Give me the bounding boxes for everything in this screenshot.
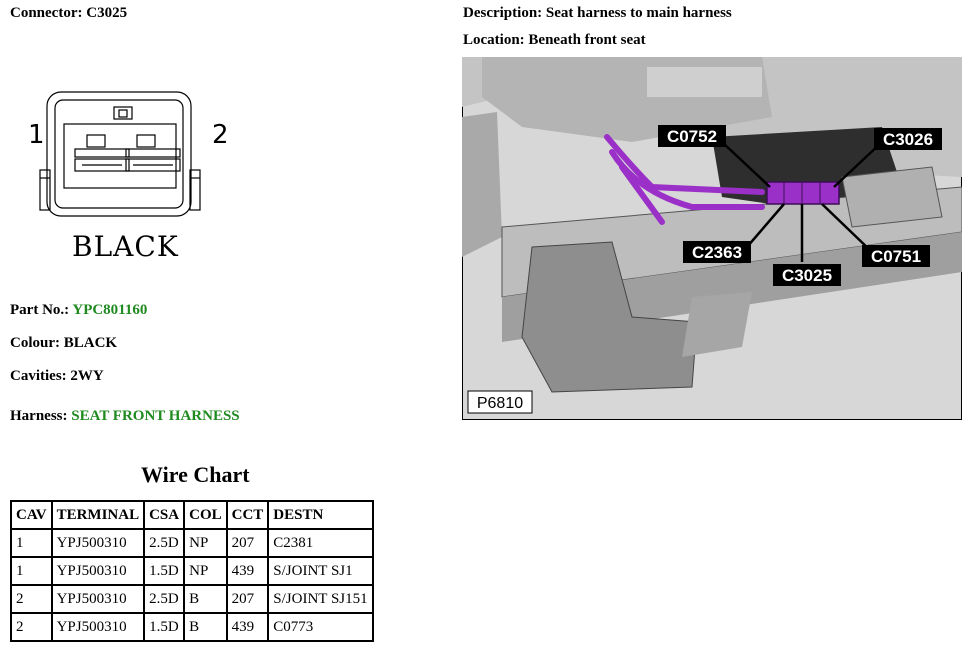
- cell-csa: 2.5D: [143, 528, 186, 558]
- cell-cav: 1: [10, 528, 53, 558]
- cell-cct: 439: [225, 612, 270, 642]
- table-row: 1 YPJ500310 2.5D NP 207 C2381: [10, 528, 374, 558]
- cell-destn: S/JOINT SJ151: [267, 584, 374, 614]
- column-header-cav: CAV: [10, 500, 53, 530]
- column-header-csa: CSA: [143, 500, 186, 530]
- cell-cct: 207: [225, 584, 270, 614]
- connector-id: C3025: [86, 5, 128, 21]
- cell-col: NP: [183, 528, 228, 558]
- cell-terminal: YPJ500310: [50, 612, 146, 642]
- figure-id: P6810: [477, 395, 523, 412]
- cell-cct: 207: [225, 528, 270, 558]
- cell-csa: 1.5D: [143, 556, 186, 586]
- callout-c0751: C0751: [871, 247, 921, 266]
- cell-cav: 2: [10, 612, 53, 642]
- table-row: 2 YPJ500310 2.5D B 207 S/JOINT SJ151: [10, 584, 374, 614]
- callout-c0752: C0752: [667, 127, 717, 146]
- cell-terminal: YPJ500310: [50, 584, 146, 614]
- harness-link[interactable]: SEAT FRONT HARNESS: [71, 408, 240, 424]
- cell-col: NP: [183, 556, 228, 586]
- cell-terminal: YPJ500310: [50, 528, 146, 558]
- cell-cct: 439: [225, 556, 270, 586]
- column-header-terminal: TERMINAL: [50, 500, 146, 530]
- cell-csa: 1.5D: [143, 612, 186, 642]
- column-header-col: COL: [183, 500, 228, 530]
- wire-chart-header-row: CAV TERMINAL CSA COL CCT DESTN: [10, 500, 374, 530]
- cell-cav: 1: [10, 556, 53, 586]
- pin-1-label: 1: [28, 120, 45, 150]
- wire-chart-title: Wire Chart: [141, 462, 250, 487]
- cell-col: B: [183, 584, 228, 614]
- callout-c2363: C2363: [692, 243, 742, 262]
- callout-c3025: C3025: [782, 266, 832, 285]
- cell-destn: C0773: [267, 612, 374, 642]
- harness-line: Harness: SEAT FRONT HARNESS: [10, 408, 240, 424]
- cell-cav: 2: [10, 584, 53, 614]
- cell-destn: S/JOINT SJ1: [267, 556, 374, 586]
- part-number-line: Part No.: YPC801160: [10, 302, 148, 318]
- cell-col: B: [183, 612, 228, 642]
- location-line: Location: Beneath front seat: [463, 32, 646, 48]
- callout-c3026: C3026: [883, 130, 933, 149]
- colour-line: Colour: BLACK: [10, 335, 118, 351]
- connector-heading: Connector: C3025: [10, 5, 128, 21]
- table-row: 1 YPJ500310 1.5D NP 439 S/JOINT SJ1: [10, 556, 374, 586]
- pin-2-label: 2: [212, 120, 229, 150]
- cell-terminal: YPJ500310: [50, 556, 146, 586]
- description-line: Description: Seat harness to main harnes…: [463, 5, 732, 21]
- column-header-destn: DESTN: [267, 500, 374, 530]
- part-number-link[interactable]: YPC801160: [72, 302, 148, 318]
- cell-csa: 2.5D: [143, 584, 186, 614]
- cell-destn: C2381: [267, 528, 374, 558]
- table-row: 2 YPJ500310 1.5D B 439 C0773: [10, 612, 374, 642]
- column-header-cct: CCT: [225, 500, 270, 530]
- connector-face-diagram: [39, 91, 201, 217]
- connector-location-image: C0752 C3026 C2363 C0751 C3025 P6810: [462, 57, 962, 420]
- cavities-line: Cavities: 2WY: [10, 368, 104, 384]
- wire-chart-table: CAV TERMINAL CSA COL CCT DESTN 1 YPJ5003…: [10, 500, 374, 642]
- connector-color-label: BLACK: [72, 230, 179, 263]
